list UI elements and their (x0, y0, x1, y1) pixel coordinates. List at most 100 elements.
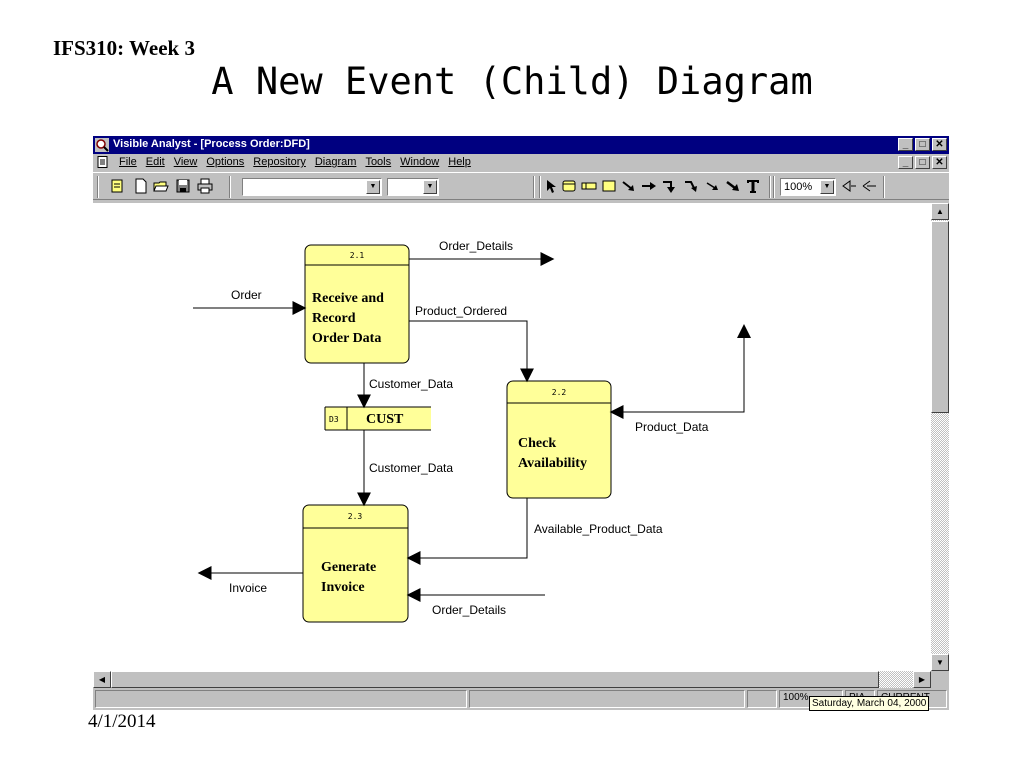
toolbar-separator (539, 176, 541, 198)
flow-product-ordered[interactable]: Product_Ordered (409, 304, 534, 383)
flow-label: Available_Product_Data (534, 522, 663, 536)
status-panel-blank (747, 690, 777, 708)
process-number: 2.1 (350, 251, 365, 260)
chevron-down-icon[interactable]: ▼ (423, 180, 437, 194)
flow-label: Order_Details (439, 239, 513, 253)
doc-close-button[interactable]: ✕ (932, 156, 947, 169)
flow-order-details-in[interactable]: Order_Details (406, 588, 545, 617)
flow-label: Order (231, 288, 262, 302)
process-label: Availability (518, 456, 587, 471)
process-number: 2.3 (348, 512, 363, 521)
menu-item-tools[interactable]: Tools (365, 156, 392, 168)
flow-invoice[interactable]: Invoice (197, 566, 303, 595)
vertical-scroll-thumb[interactable] (931, 221, 949, 413)
process-label: Record (312, 311, 356, 326)
text-tool-icon[interactable] (745, 178, 761, 194)
repository-icon[interactable] (109, 178, 125, 194)
pointer-icon[interactable] (543, 178, 559, 194)
process-2-1[interactable]: 2.1 Receive and Record Order Data (304, 244, 410, 364)
document-icon[interactable] (97, 156, 109, 168)
line-style-combo[interactable]: ▼ (387, 178, 439, 196)
flow-order-in[interactable]: Order (193, 288, 307, 315)
flow-label: Customer_Data (369, 377, 453, 391)
doc-restore-button[interactable]: □ (915, 156, 930, 169)
close-button[interactable]: ✕ (932, 138, 947, 151)
menu-item-diagram[interactable]: Diagram (314, 156, 357, 168)
minimize-button[interactable]: _ (898, 138, 913, 151)
zoom-out-icon[interactable] (861, 178, 877, 194)
horizontal-scrollbar[interactable]: ◀ ▶ (93, 671, 931, 688)
vertical-scrollbar[interactable]: ▲ ▼ (931, 203, 949, 671)
scroll-down-icon[interactable]: ▼ (931, 654, 949, 671)
maximize-button[interactable]: □ (915, 138, 930, 151)
process-label: Invoice (321, 580, 365, 595)
status-panel-info (469, 690, 745, 708)
datastore-id: D3 (329, 415, 339, 424)
diagonal-line-tool-icon[interactable] (705, 178, 721, 194)
process-2-3[interactable]: 2.3 Generate Invoice (302, 504, 409, 623)
slide-title: A New Event (Child) Diagram (211, 60, 813, 103)
menu-item-file[interactable]: File (119, 156, 137, 168)
chevron-down-icon[interactable]: ▼ (366, 180, 380, 194)
process-label: Receive and (312, 291, 384, 306)
toolbar-separator (97, 176, 99, 198)
scroll-left-icon[interactable]: ◀ (93, 671, 111, 688)
horizontal-scroll-thumb[interactable] (111, 671, 879, 688)
datastore-name: CUST (366, 412, 404, 427)
doc-minimize-button[interactable]: _ (898, 156, 913, 169)
curve-line-tool-icon[interactable] (683, 178, 699, 194)
flow-available-product-data[interactable]: Available_Product_Data (406, 498, 663, 565)
flow-customer-data-2[interactable]: Customer_Data (357, 430, 453, 507)
menu-item-view[interactable]: View (173, 156, 198, 168)
toolbar-separator (229, 176, 231, 198)
toolbar: ▼ ▼ 100% ▼ (93, 172, 949, 200)
flow-label: Invoice (229, 581, 267, 595)
close-icon: ✕ (935, 157, 944, 168)
scroll-up-icon[interactable]: ▲ (931, 203, 949, 220)
elbow-line-tool-icon[interactable] (661, 178, 677, 194)
process-2-2[interactable]: 2.2 Check Availability (506, 380, 612, 499)
zoom-combo[interactable]: 100% ▼ (780, 178, 836, 196)
chevron-down-icon[interactable]: ▼ (820, 180, 834, 194)
diagonal-bold-tool-icon[interactable] (725, 178, 741, 194)
line-tool-icon[interactable] (621, 178, 637, 194)
process-label: Check (518, 436, 556, 451)
date-tooltip: Saturday, March 04, 2000 (809, 696, 930, 711)
menu-item-help[interactable]: Help (448, 156, 471, 168)
save-icon[interactable] (175, 178, 191, 194)
window-title: Visible Analyst - [Process Order:DFD] (113, 138, 310, 150)
zoom-value: 100% (784, 181, 813, 193)
status-panel-main (95, 690, 467, 708)
menu-item-repository[interactable]: Repository (253, 156, 306, 168)
diagram-canvas[interactable]: 2.1 Receive and Record Order Data 2.2 Ch… (93, 203, 931, 671)
slide-date: 4/1/2014 (88, 711, 156, 732)
flow-customer-data-1[interactable]: Customer_Data (357, 363, 453, 409)
visible-analyst-icon[interactable] (95, 138, 109, 152)
toolbar-separator (883, 176, 885, 198)
maximize-icon: □ (919, 139, 926, 150)
menu-item-edit[interactable]: Edit (145, 156, 165, 168)
datastore-cust[interactable]: D3 CUST (324, 406, 431, 431)
print-icon[interactable] (197, 178, 213, 194)
flow-product-data[interactable]: Product_Data (609, 324, 751, 434)
entity-tool-icon[interactable] (601, 178, 617, 194)
menu-item-window[interactable]: Window (400, 156, 440, 168)
process-tool-icon[interactable] (561, 178, 577, 194)
process-label: Generate (321, 560, 376, 575)
flow-order-details-out[interactable]: Order_Details (409, 239, 555, 266)
title-bar[interactable]: Visible Analyst - [Process Order:DFD] _ … (93, 136, 949, 154)
menu-bar: File Edit View Options Repository Diagram Tool… (93, 154, 949, 171)
dfd-diagram[interactable]: 2.1 Receive and Record Order Data 2.2 Ch… (93, 203, 931, 671)
arrow-right-tool-icon[interactable] (641, 178, 657, 194)
new-icon[interactable] (133, 178, 149, 194)
datastore-tool-icon[interactable] (581, 178, 597, 194)
minimize-icon: _ (902, 157, 909, 168)
toolbar-separator (533, 176, 535, 198)
menu-item-options[interactable]: Options (206, 156, 245, 168)
restore-icon: □ (919, 157, 926, 168)
object-type-combo[interactable]: ▼ (242, 178, 382, 196)
zoom-in-icon[interactable] (841, 178, 857, 194)
scroll-right-icon[interactable]: ▶ (913, 671, 931, 688)
open-icon[interactable] (153, 178, 169, 194)
status-bar: 100% PIA CURRENT (93, 688, 949, 710)
